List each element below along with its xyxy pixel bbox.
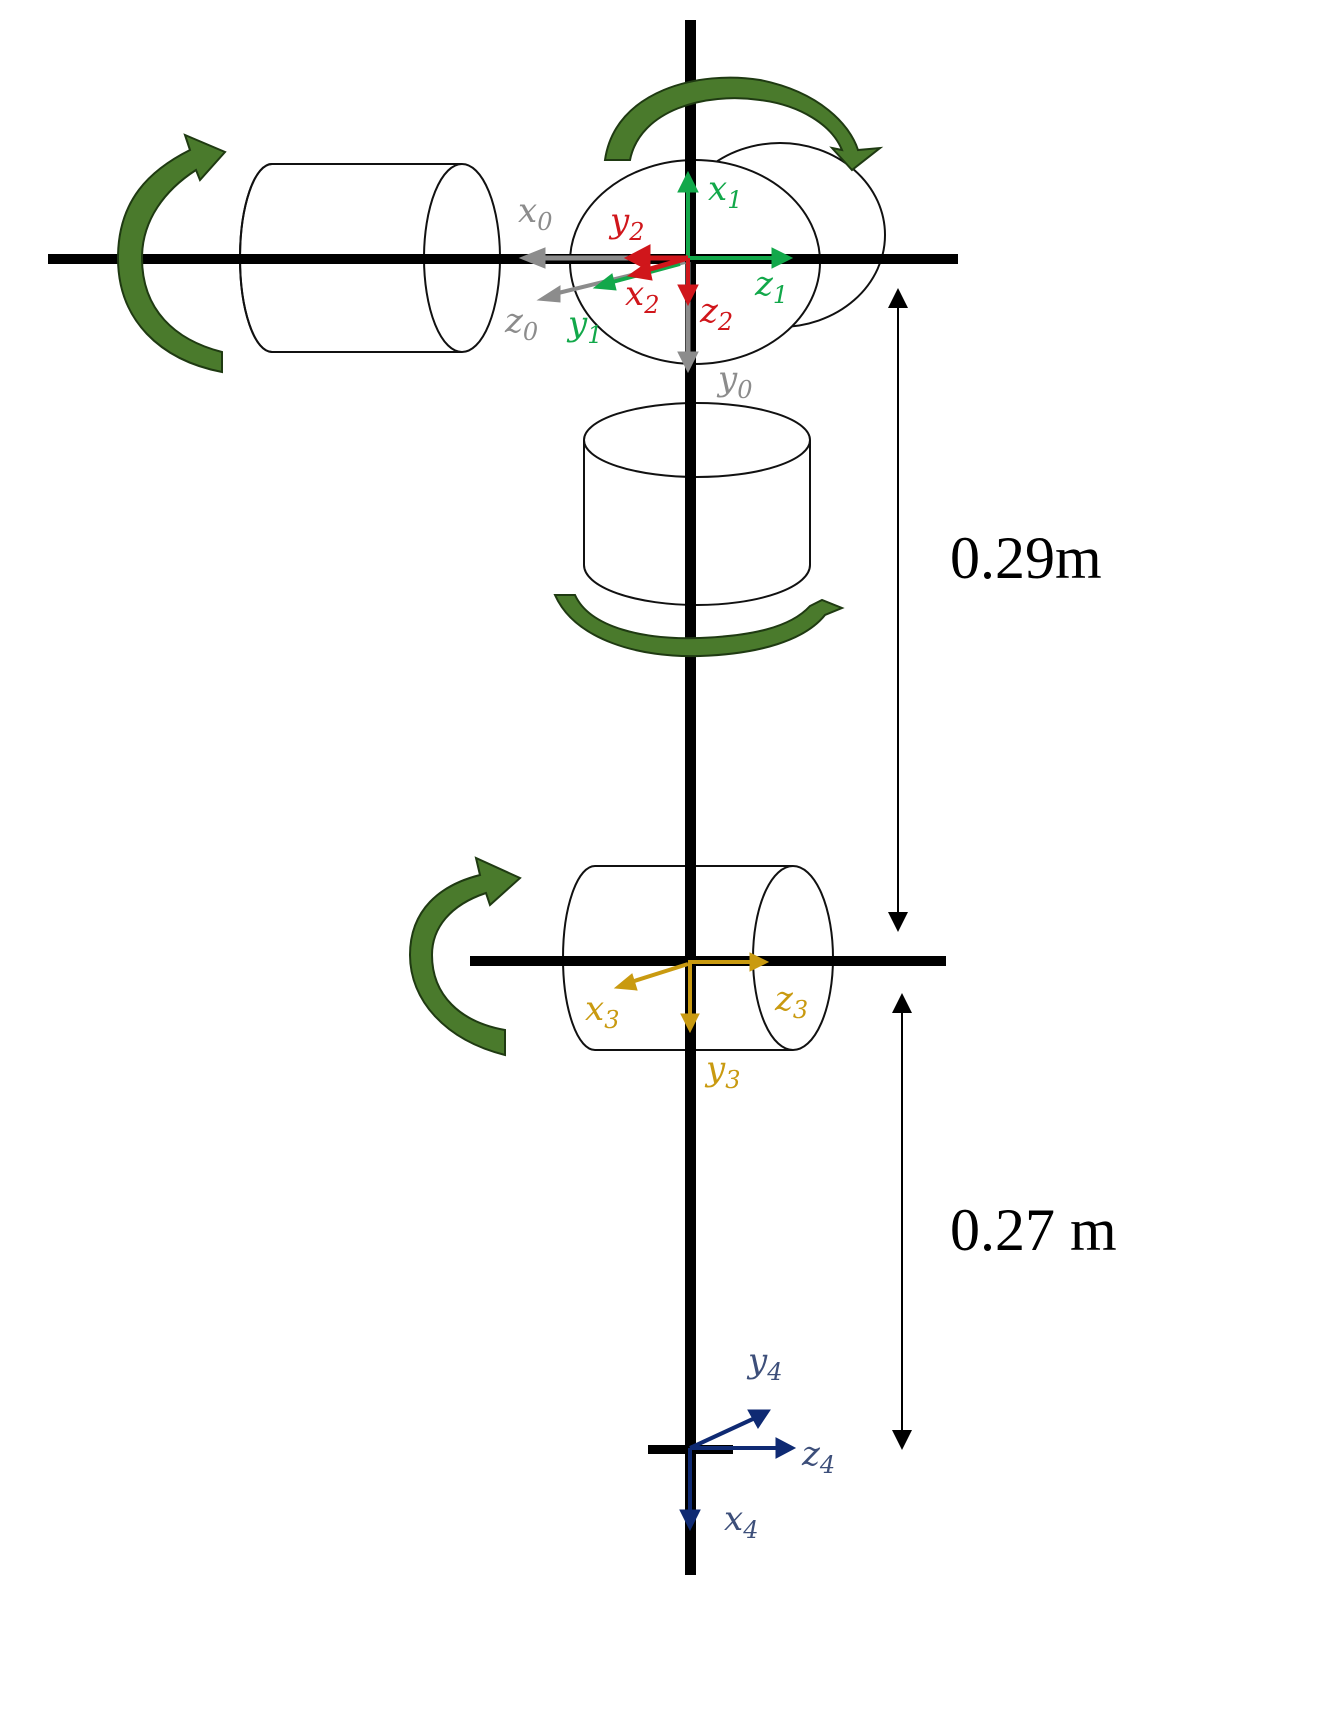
label-x2: x2 xyxy=(625,274,659,319)
dimension-label-upper: 0.29m xyxy=(950,525,1102,591)
frame1-axes xyxy=(592,170,794,291)
label-y1: y1 xyxy=(566,304,603,349)
label-z3: z3 xyxy=(774,979,808,1024)
label-y4: y4 xyxy=(746,1341,783,1386)
rotation-arrow-top-icon xyxy=(603,76,884,172)
rotation-arrow-upper-arm-icon xyxy=(553,594,845,658)
label-x0: x0 xyxy=(518,191,552,236)
frame4-axes xyxy=(679,1409,797,1532)
label-z1: z1 xyxy=(754,264,788,309)
rotation-arrow-elbow-icon xyxy=(408,856,522,1057)
label-y0: y0 xyxy=(716,359,753,404)
label-x1: x1 xyxy=(708,169,742,214)
frame2-axes xyxy=(623,244,699,307)
dimension-arrow-upper xyxy=(888,288,908,932)
label-y3: y3 xyxy=(704,1049,741,1094)
label-z4: z4 xyxy=(801,1434,835,1479)
label-z2: z2 xyxy=(699,291,733,336)
label-z0: z0 xyxy=(504,301,538,346)
frame3-axes xyxy=(613,952,770,1034)
rotation-arrow-left-icon xyxy=(116,133,227,374)
label-x3: x3 xyxy=(585,989,619,1034)
upper-arm-cylinder xyxy=(583,402,811,606)
dimension-arrow-lower xyxy=(892,993,912,1450)
dimension-label-lower: 0.27 m xyxy=(950,1197,1117,1263)
label-y2: y2 xyxy=(608,201,645,246)
label-x4: x4 xyxy=(724,1499,758,1544)
